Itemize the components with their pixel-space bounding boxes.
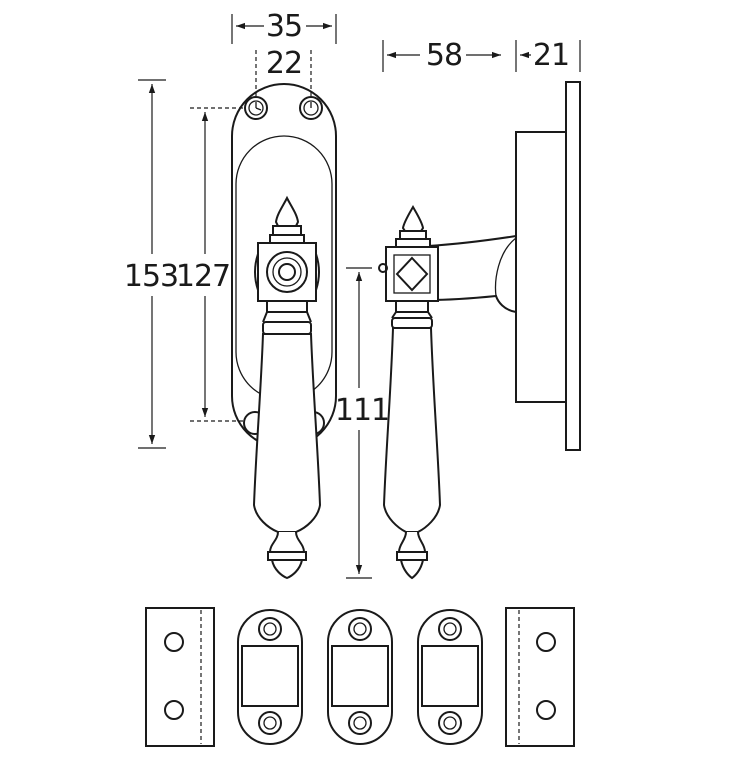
spindle-rosette [266, 251, 308, 293]
keeper-2 [327, 609, 393, 745]
dim-base-depth: 21 [533, 38, 569, 73]
side-connector-arm [427, 234, 517, 314]
top-screw-left-icon [244, 96, 268, 120]
side-wall-plate [565, 81, 581, 451]
handle-neck [266, 300, 308, 313]
side-spindle-boss [385, 246, 439, 302]
side-view [378, 81, 581, 580]
dim-width-outer: 35 [266, 9, 302, 44]
bottom-finial-tip [270, 559, 304, 580]
dim-width-inner: 22 [266, 46, 302, 81]
dim-handle-length: 111 [335, 393, 389, 428]
handle-collar [262, 321, 312, 335]
strike-plate-left [145, 607, 215, 747]
screw-hole-icon [536, 700, 556, 720]
keeper-1 [237, 609, 303, 745]
keeper-3 [417, 609, 483, 745]
top-screw-right-icon [299, 96, 323, 120]
square-spindle-icon [395, 256, 429, 292]
dim-projection: 58 [426, 38, 462, 73]
finial-collar [272, 225, 302, 236]
side-handle-grip [382, 327, 442, 533]
screw-hole-icon [164, 632, 184, 652]
side-top-finial [401, 204, 425, 232]
handle-grip [252, 333, 322, 533]
screw-hole-icon [536, 632, 556, 652]
dim-height-holes: 127 [176, 259, 230, 294]
dim-height-total: 153 [124, 259, 178, 294]
side-base-block [515, 131, 567, 403]
strike-plate-right [505, 607, 575, 747]
side-handle-collar [391, 317, 433, 329]
front-view [231, 83, 337, 580]
bottom-finial-collar [267, 551, 307, 561]
side-bottom-finial-tip [399, 559, 425, 580]
dimension-lines [138, 14, 581, 579]
dimension-labels: 35 22 58 21 153 127 111 [124, 9, 570, 428]
finial-base [269, 234, 305, 244]
screw-hole-icon [164, 700, 184, 720]
